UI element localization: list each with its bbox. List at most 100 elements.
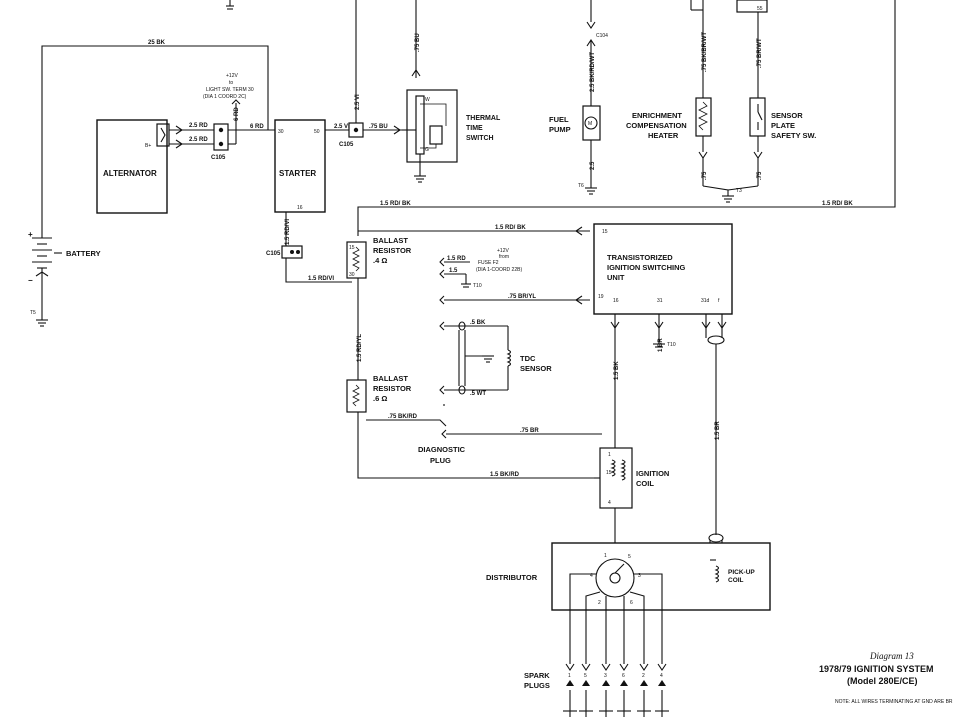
svg-text:19: 19 [598,294,604,300]
light-switch-annotation: +12V to LIGHT SW. TERM 30 (DIA 1 COORD 2… [203,73,254,105]
battery: + − BATTERY T5 [28,230,101,327]
svg-text:6 RD: 6 RD [250,124,264,130]
tsu-ground-t10: 1 BR T10 [653,314,676,352]
svg-text:.75 BR/WT: .75 BR/WT [757,38,763,68]
svg-text:IGNITION SWITCHING: IGNITION SWITCHING [607,263,685,272]
svg-text:BATTERY: BATTERY [66,249,101,258]
svg-text:C105: C105 [211,155,226,161]
svg-text:.75: .75 [702,171,708,180]
svg-text:C105: C105 [266,251,281,257]
svg-text:1.5 RD/VI: 1.5 RD/VI [285,219,291,245]
thermal-time-switch: .75 BU W G THERMAL TIME SWITCH [406,0,501,183]
svg-text:1.5 RD/ BK: 1.5 RD/ BK [822,201,853,207]
ignition-coil: 1 15 4 IGNITION COIL [594,447,669,560]
svg-text:RESISTOR: RESISTOR [373,384,412,393]
enrichment-heater: .75 BK/BR/WT ENRICHMENT COMPENSATION HEA… [626,0,729,196]
svg-text:16: 16 [613,298,619,304]
svg-text:(Model 280E/CE): (Model 280E/CE) [847,676,918,686]
svg-text:HEATER: HEATER [648,131,679,140]
svg-text:+12V: +12V [226,73,238,79]
svg-text:PLATE: PLATE [771,121,795,130]
svg-text:1.5 BR: 1.5 BR [715,421,721,440]
spark-plug: 6 [617,610,631,717]
svg-text:COMPENSATION: COMPENSATION [626,121,687,130]
svg-text:f: f [718,298,720,304]
wire-6rd: 6 RD 6 RD [228,103,277,145]
fuel-pump: C104 2.5 BK/RD/WT M FUEL PUMP 2.5 T6 [549,0,608,195]
svg-text:C105: C105 [339,142,354,148]
svg-text:T10: T10 [473,283,482,289]
svg-text:C104: C104 [596,33,608,39]
svg-text:2: 2 [642,673,645,679]
svg-text:G: G [425,147,429,153]
sensor-plate-safety-switch: 55 .75 BR/WT SENSOR PLATE SAFETY SW. .75… [690,0,816,203]
wire-75bkrd: .75 BK/RD [366,414,447,427]
svg-text:1978/79 IGNITION SYSTEM: 1978/79 IGNITION SYSTEM [819,664,934,674]
svg-text:6 RD: 6 RD [234,107,240,121]
svg-text:1: 1 [568,673,571,679]
svg-text:LIGHT SW. TERM 30: LIGHT SW. TERM 30 [206,87,254,93]
svg-text:5: 5 [628,554,631,560]
svg-text:PLUGS: PLUGS [524,681,550,690]
spark-plug: 4 [655,610,669,717]
svg-text:31: 31 [657,298,663,304]
title-block: Diagram 13 1978/79 IGNITION SYSTEM (Mode… [819,651,953,705]
spark-plug: 3 [599,610,613,717]
svg-text:2.5 RD: 2.5 RD [189,123,208,129]
svg-text:SWITCH: SWITCH [466,135,494,142]
wire-15rdyl: 1.5 RD/YL [357,278,363,380]
svg-text:1.5: 1.5 [449,268,458,274]
svg-text:SAFETY SW.: SAFETY SW. [771,131,816,140]
svg-text:2.5: 2.5 [590,161,596,170]
svg-text:25 BK: 25 BK [148,40,166,46]
svg-text:PLUG: PLUG [430,456,451,465]
svg-text:SENSOR: SENSOR [771,111,803,120]
distributor: DISTRIBUTOR 1 5 4 3 2 6 PICK-UP COIL [486,542,771,611]
svg-text:2.5 VI: 2.5 VI [355,94,361,110]
svg-text:from: from [499,254,509,260]
svg-text:.6 Ω: .6 Ω [373,394,387,403]
svg-text:DIAGNOSTIC: DIAGNOSTIC [418,445,466,454]
svg-text:B+: B+ [145,143,151,149]
svg-text:SENSOR: SENSOR [520,364,552,373]
svg-text:3: 3 [638,573,641,579]
diagnostic-plug: .75 BR DIAGNOSTIC PLUG [418,428,602,465]
connector-c105-left: C105 [211,123,229,161]
svg-text:NOTE: ALL WIRES TERMINATING AT: NOTE: ALL WIRES TERMINATING AT GND ARE B… [835,699,953,705]
svg-text:.5 BK: .5 BK [470,320,486,326]
svg-text:30: 30 [278,129,284,135]
svg-text:STARTER: STARTER [279,169,316,178]
svg-text:SPARK: SPARK [524,671,550,680]
spark-plug: 5 [579,610,593,717]
svg-text:RESISTOR: RESISTOR [373,246,412,255]
svg-text:DISTRIBUTOR: DISTRIBUTOR [486,573,538,582]
svg-text:FUSE F2: FUSE F2 [478,260,499,266]
svg-text:.75 BK/BR/WT: .75 BK/BR/WT [702,32,708,72]
svg-text:.75 BU: .75 BU [369,124,388,130]
fuse-f2-feed: 1.5 RD +12V from FUSE F2 (DIA 1-COORD 22… [439,248,590,305]
svg-text:.4 Ω: .4 Ω [373,256,387,265]
svg-text:1: 1 [604,553,607,559]
svg-text:THERMAL: THERMAL [466,115,501,122]
svg-text:55: 55 [757,6,763,12]
wire-15rdbk: 1.5 RD/ BK 1.5 RD/ BK 1.5 RD/ BK [357,0,896,236]
svg-text:5: 5 [584,673,587,679]
svg-text:1.5 RD/ BK: 1.5 RD/ BK [495,225,526,231]
svg-text:1: 1 [608,452,611,458]
svg-text:31d: 31d [701,298,710,304]
svg-text:−: − [28,276,33,285]
tdc-sensor: .5 BK .5 WT TDC SENSOR [439,320,552,406]
svg-text:15: 15 [606,470,612,476]
svg-text:PUMP: PUMP [549,125,571,134]
svg-text:1.5 BK: 1.5 BK [614,361,620,380]
svg-text:IGNITION: IGNITION [636,469,669,478]
svg-text:COIL: COIL [636,479,654,488]
spark-plug: 1 [563,610,577,717]
svg-text:T10: T10 [667,342,676,348]
top-ground-fragment [226,0,234,10]
svg-text:TRANSISTORIZED: TRANSISTORIZED [607,253,673,262]
svg-text:Diagram 13: Diagram 13 [869,651,914,661]
svg-text:4: 4 [660,673,663,679]
svg-text:1 BR: 1 BR [658,338,664,352]
svg-text:COIL: COIL [728,577,744,584]
